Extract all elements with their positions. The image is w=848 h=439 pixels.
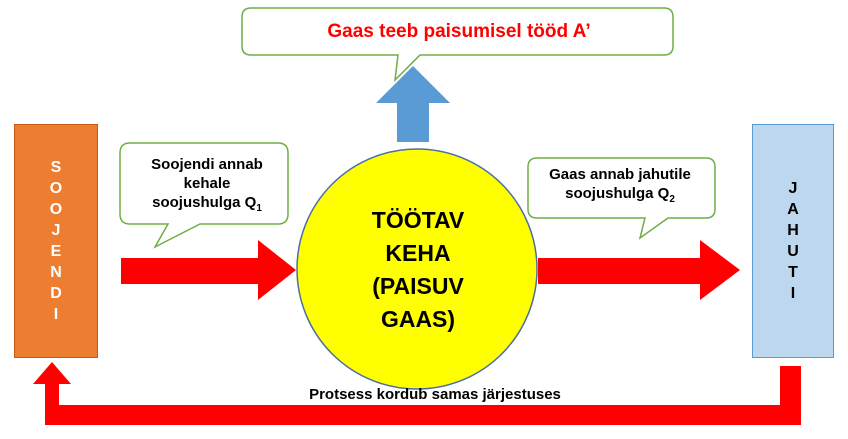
left-callout-bubble: [119, 142, 289, 249]
heater-callout-subscript: 1: [256, 202, 262, 214]
heat-in-arrow: [121, 240, 296, 300]
cooler-callout-text: Gaas annab jahutile soojushulga Q2: [530, 160, 710, 214]
cooler-callout-subscript: 2: [669, 194, 675, 205]
cooler-callout-line: soojushulga Q2: [549, 184, 691, 209]
cooler-letter: U: [787, 243, 799, 260]
working-body-line: KEHA: [385, 240, 451, 266]
cooler-letter: H: [787, 222, 799, 239]
heater-letter: O: [49, 201, 63, 218]
heater-letter: E: [50, 243, 62, 260]
working-body-label: TÖÖTAV KEHA (PAISUV GAAS): [300, 205, 536, 335]
cooler-callout-line: Gaas annab jahutile: [549, 166, 691, 183]
up-arrow: [376, 66, 450, 142]
heater-letter: O: [49, 180, 63, 197]
heater-callout-text: Soojendi annab kehale soojushulga Q1: [124, 150, 290, 222]
right-callout-bubble: [527, 157, 716, 240]
heater-letter: N: [50, 264, 62, 281]
return-loop-arrow: [33, 362, 801, 425]
heater-letter: J: [51, 222, 61, 239]
cooler-box: J A H U T I: [752, 124, 834, 358]
heater-callout-q: soojushulga Q: [152, 193, 257, 211]
heater-callout-line: Soojendi annab: [151, 155, 263, 173]
cooler-letter: T: [788, 264, 798, 281]
heater-letter: D: [50, 285, 62, 302]
top-callout-bubble: [241, 7, 674, 83]
heat-out-arrow: [538, 240, 740, 300]
working-body-line: (PAISUV: [372, 273, 464, 299]
cycle-label: Protsess kordub samas järjestuses: [309, 386, 561, 403]
cooler-letter: J: [788, 180, 798, 197]
work-callout-text: Gaas teeb paisumisel tööd A’: [327, 20, 591, 42]
heater-letter: I: [53, 306, 59, 323]
heater-box: S O O J E N D I: [14, 124, 98, 358]
heater-callout-line: kehale: [183, 174, 231, 192]
cooler-callout-q: soojushulga Q: [565, 185, 670, 202]
cooler-letter: I: [790, 285, 796, 302]
cooler-letter: A: [787, 201, 799, 218]
working-body-circle: [296, 148, 538, 390]
heater-callout-line: soojushulga Q1: [151, 193, 263, 218]
heater-letter: S: [50, 159, 62, 176]
working-body-line: TÖÖTAV: [371, 207, 465, 233]
working-body-line: GAAS): [380, 306, 456, 332]
